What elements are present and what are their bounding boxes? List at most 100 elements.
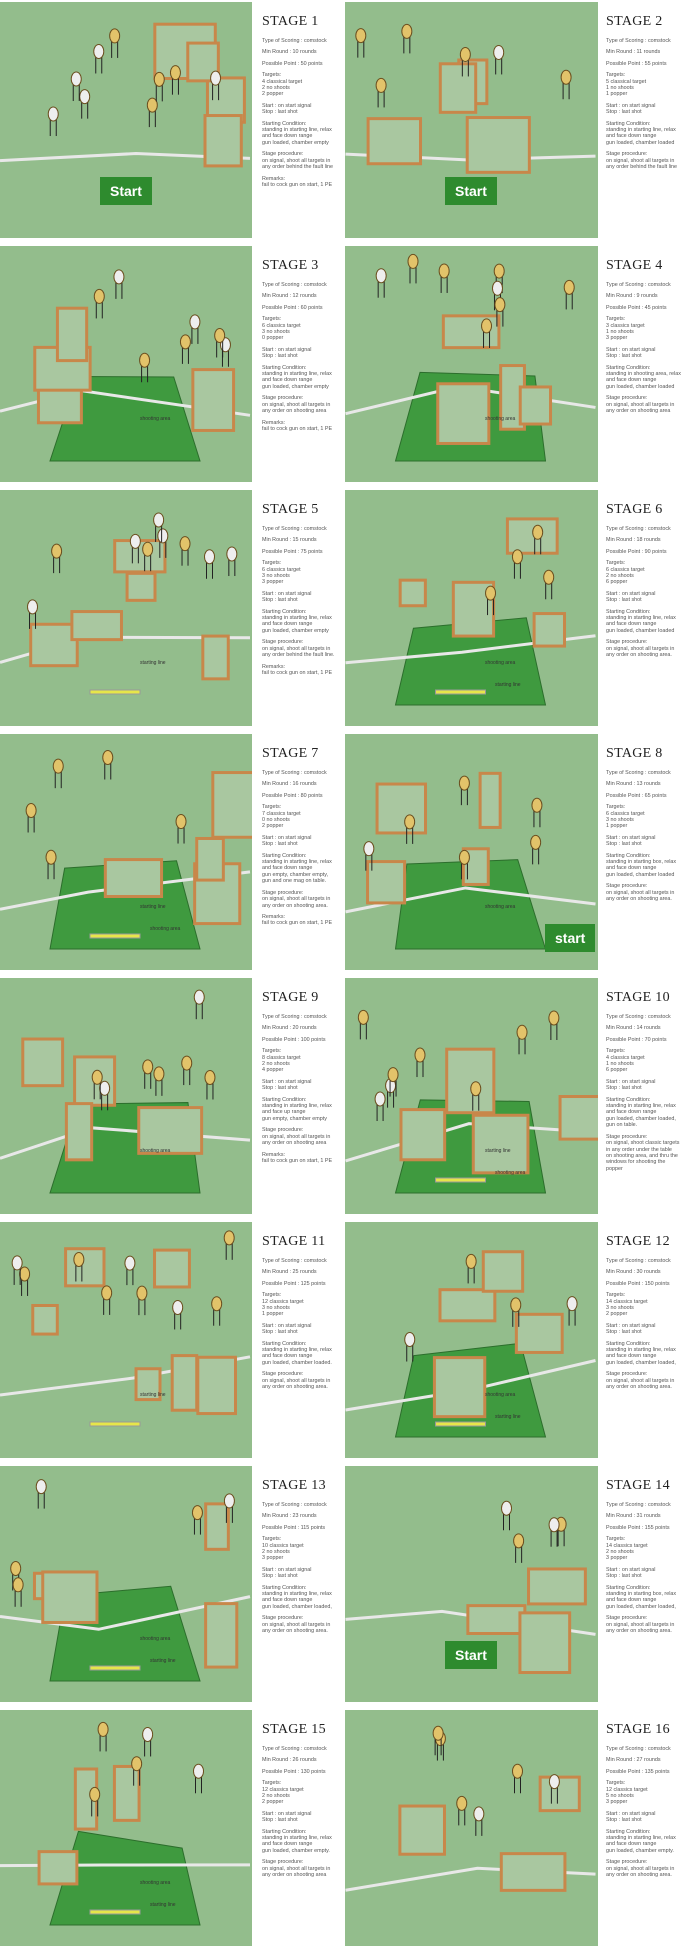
remarks-text: fail to cock gun on start, 1 PE — [262, 1157, 333, 1164]
target-icon — [204, 1069, 216, 1100]
remarks-block: Remarks:fail to cock gun on start, 1 PE — [262, 1152, 354, 1165]
target-face — [136, 1285, 148, 1301]
target-icon — [214, 327, 226, 358]
stage-procedure-label: Stage procedure: — [606, 395, 648, 402]
target-face — [93, 288, 105, 304]
stage-points: Possible Point : 100 points — [262, 1036, 326, 1043]
stage-procedure-block: Stage procedure:on signal, shoot all tar… — [606, 1859, 698, 1878]
stage-scoring: Type of Scoring : comstock — [262, 1746, 327, 1752]
stage-title: STAGE 8 — [606, 746, 663, 761]
wall-frame — [203, 114, 243, 168]
start-box: Start — [445, 1641, 497, 1669]
target-face — [11, 1255, 23, 1271]
area-label: shooting area — [140, 1148, 171, 1154]
remarks-label: Remarks: — [262, 913, 286, 920]
starting-condition-line: standing in starting line, relax — [262, 1835, 332, 1842]
stage-procedure-line: any order on shooting area. — [606, 896, 672, 903]
wall-frame — [21, 1037, 65, 1088]
target-count: 1 popper — [262, 1311, 284, 1318]
target-face — [181, 1055, 193, 1071]
target-count: 4 popper — [262, 1067, 284, 1074]
stage-procedure-label: Stage procedure: — [606, 1133, 648, 1140]
wall-frame — [451, 580, 496, 638]
target-icon — [414, 1047, 426, 1078]
target-face — [113, 269, 125, 285]
target-face — [129, 533, 141, 549]
target-icon — [153, 512, 165, 542]
target-count: 6 classics target — [262, 566, 301, 573]
stage-procedure-line: any order on shooting area. — [262, 902, 328, 909]
stage-procedure-line: on signal, shoot all targets in — [262, 1377, 331, 1384]
target-icon — [169, 65, 181, 95]
area-label: shooting area — [485, 660, 516, 666]
area-label: starting line — [140, 660, 166, 666]
target-face — [10, 1560, 22, 1576]
stop-text: Stop : last shot — [262, 109, 298, 116]
start-text: Start : on start signal — [262, 1078, 312, 1085]
wall-frame — [112, 1764, 141, 1822]
target-face — [35, 1479, 47, 1495]
stop-text: Stop : last shot — [606, 841, 642, 848]
starting-condition-line: standing in starting line, relax — [606, 1835, 676, 1842]
starting-condition-line: standing in starting line, relax — [606, 127, 676, 134]
starting-condition-line: gun and one mag on table. — [262, 878, 327, 885]
stage-procedure-line: on signal, shoot all targets in — [606, 1377, 675, 1384]
wall-frame — [465, 116, 531, 174]
stage-procedure-line: any order on shooting area — [606, 408, 671, 415]
wall-frame — [191, 368, 236, 432]
stage-scoring: Type of Scoring : comstock — [606, 526, 671, 532]
target-icon — [531, 797, 543, 828]
target-face — [91, 1069, 103, 1085]
stage-procedure-line: on signal, shoot all targets in — [262, 1621, 331, 1628]
target-icon — [532, 524, 544, 555]
stage-procedure-line: on signal, shoot classic targets — [606, 1140, 680, 1147]
wall-frame — [204, 1502, 230, 1551]
target-icon — [124, 1255, 136, 1286]
area-label: starting line — [495, 1414, 521, 1420]
target-count: 3 popper — [262, 1555, 284, 1562]
targets-label: Targets: — [606, 1536, 626, 1543]
target-icon — [363, 841, 375, 871]
target-face — [146, 97, 158, 113]
targets-label: Targets: — [262, 1292, 282, 1299]
starting-condition-line: gun loaded, chamber loaded — [606, 627, 675, 634]
stage-min-round: Min Round : 10 rounds — [262, 49, 317, 56]
stage-layout-drawing — [345, 1250, 596, 1438]
stage-min-round: Min Round : 26 rounds — [262, 1757, 317, 1764]
target-count: 1 popper — [606, 91, 628, 98]
area-label: starting line — [140, 1392, 166, 1398]
stage-procedure-label: Stage procedure: — [606, 151, 648, 158]
stage-layout-drawing — [0, 512, 251, 695]
target-icon — [458, 775, 470, 806]
target-count: 2 no shoots — [262, 1549, 290, 1556]
target-face — [93, 43, 105, 59]
wall-frame — [518, 385, 553, 426]
stage-title: STAGE 10 — [606, 990, 670, 1005]
target-count: 0 no shoots — [262, 817, 290, 824]
target-count: 12 classics target — [262, 1298, 304, 1305]
starting-condition-block: Starting Condition:standing in starting … — [262, 609, 354, 635]
start-text: Start : on start signal — [606, 1566, 656, 1573]
stage-procedure-block: Stage procedure:on signal, shoot all tar… — [262, 890, 354, 909]
area-label: shooting area — [150, 926, 181, 932]
target-count: 2 no shoots — [606, 573, 634, 580]
stage-title: STAGE 14 — [606, 1478, 670, 1493]
stage-procedure-line: any order behind the fault line — [606, 164, 678, 171]
stage-points: Possible Point : 150 points — [606, 1280, 670, 1287]
targets-label: Targets: — [606, 72, 626, 79]
target-icon — [438, 263, 450, 293]
starting-condition-block: Starting Condition:standing in starting … — [606, 1341, 698, 1367]
stage-title: STAGE 6 — [606, 502, 663, 517]
starting-condition-label: Starting Condition: — [606, 120, 651, 127]
target-icon — [189, 314, 201, 344]
